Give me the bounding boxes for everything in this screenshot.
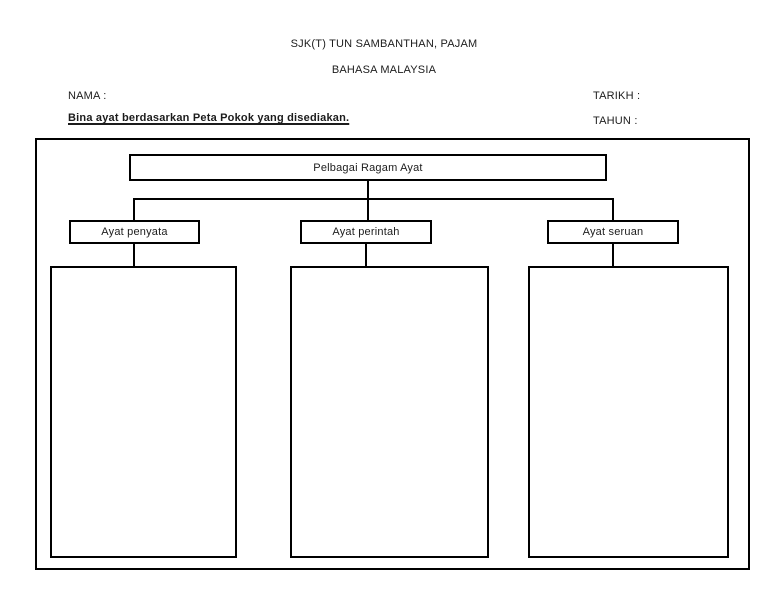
answer-box-ayat-seruan[interactable] [528,266,729,558]
subject-title: BAHASA MALAYSIA [331,64,437,76]
answer-box-ayat-penyata[interactable] [50,266,237,558]
root-node-label: Pelbagai Ragam Ayat [313,161,423,174]
branch-label-ayat-perintah: Ayat perintah [332,226,400,238]
tarikh-label: TARIKH : [593,90,641,102]
tahun-label: TAHUN : [593,115,638,127]
nama-label: NAMA : [68,90,107,102]
connector-stub-seruan [612,244,614,266]
connector-root-vertical [367,181,369,220]
root-node: Pelbagai Ragam Ayat [129,154,607,181]
connector-left-drop [133,198,135,220]
connector-right-drop [612,198,614,220]
school-name: SJK(T) TUN SAMBANTHAN, PAJAM [290,38,478,50]
branch-node-ayat-perintah: Ayat perintah [300,220,432,244]
branch-label-ayat-seruan: Ayat seruan [582,226,644,238]
branch-label-ayat-penyata: Ayat penyata [101,226,168,238]
instruction-text: Bina ayat berdasarkan Peta Pokok yang di… [68,112,350,124]
connector-stub-perintah [365,244,367,266]
tree-map-frame: Pelbagai Ragam Ayat Ayat penyata Ayat pe… [35,138,750,570]
branch-node-ayat-seruan: Ayat seruan [547,220,679,244]
answer-box-ayat-perintah[interactable] [290,266,489,558]
connector-horizontal [133,198,614,200]
connector-stub-penyata [133,244,135,266]
branch-node-ayat-penyata: Ayat penyata [69,220,200,244]
